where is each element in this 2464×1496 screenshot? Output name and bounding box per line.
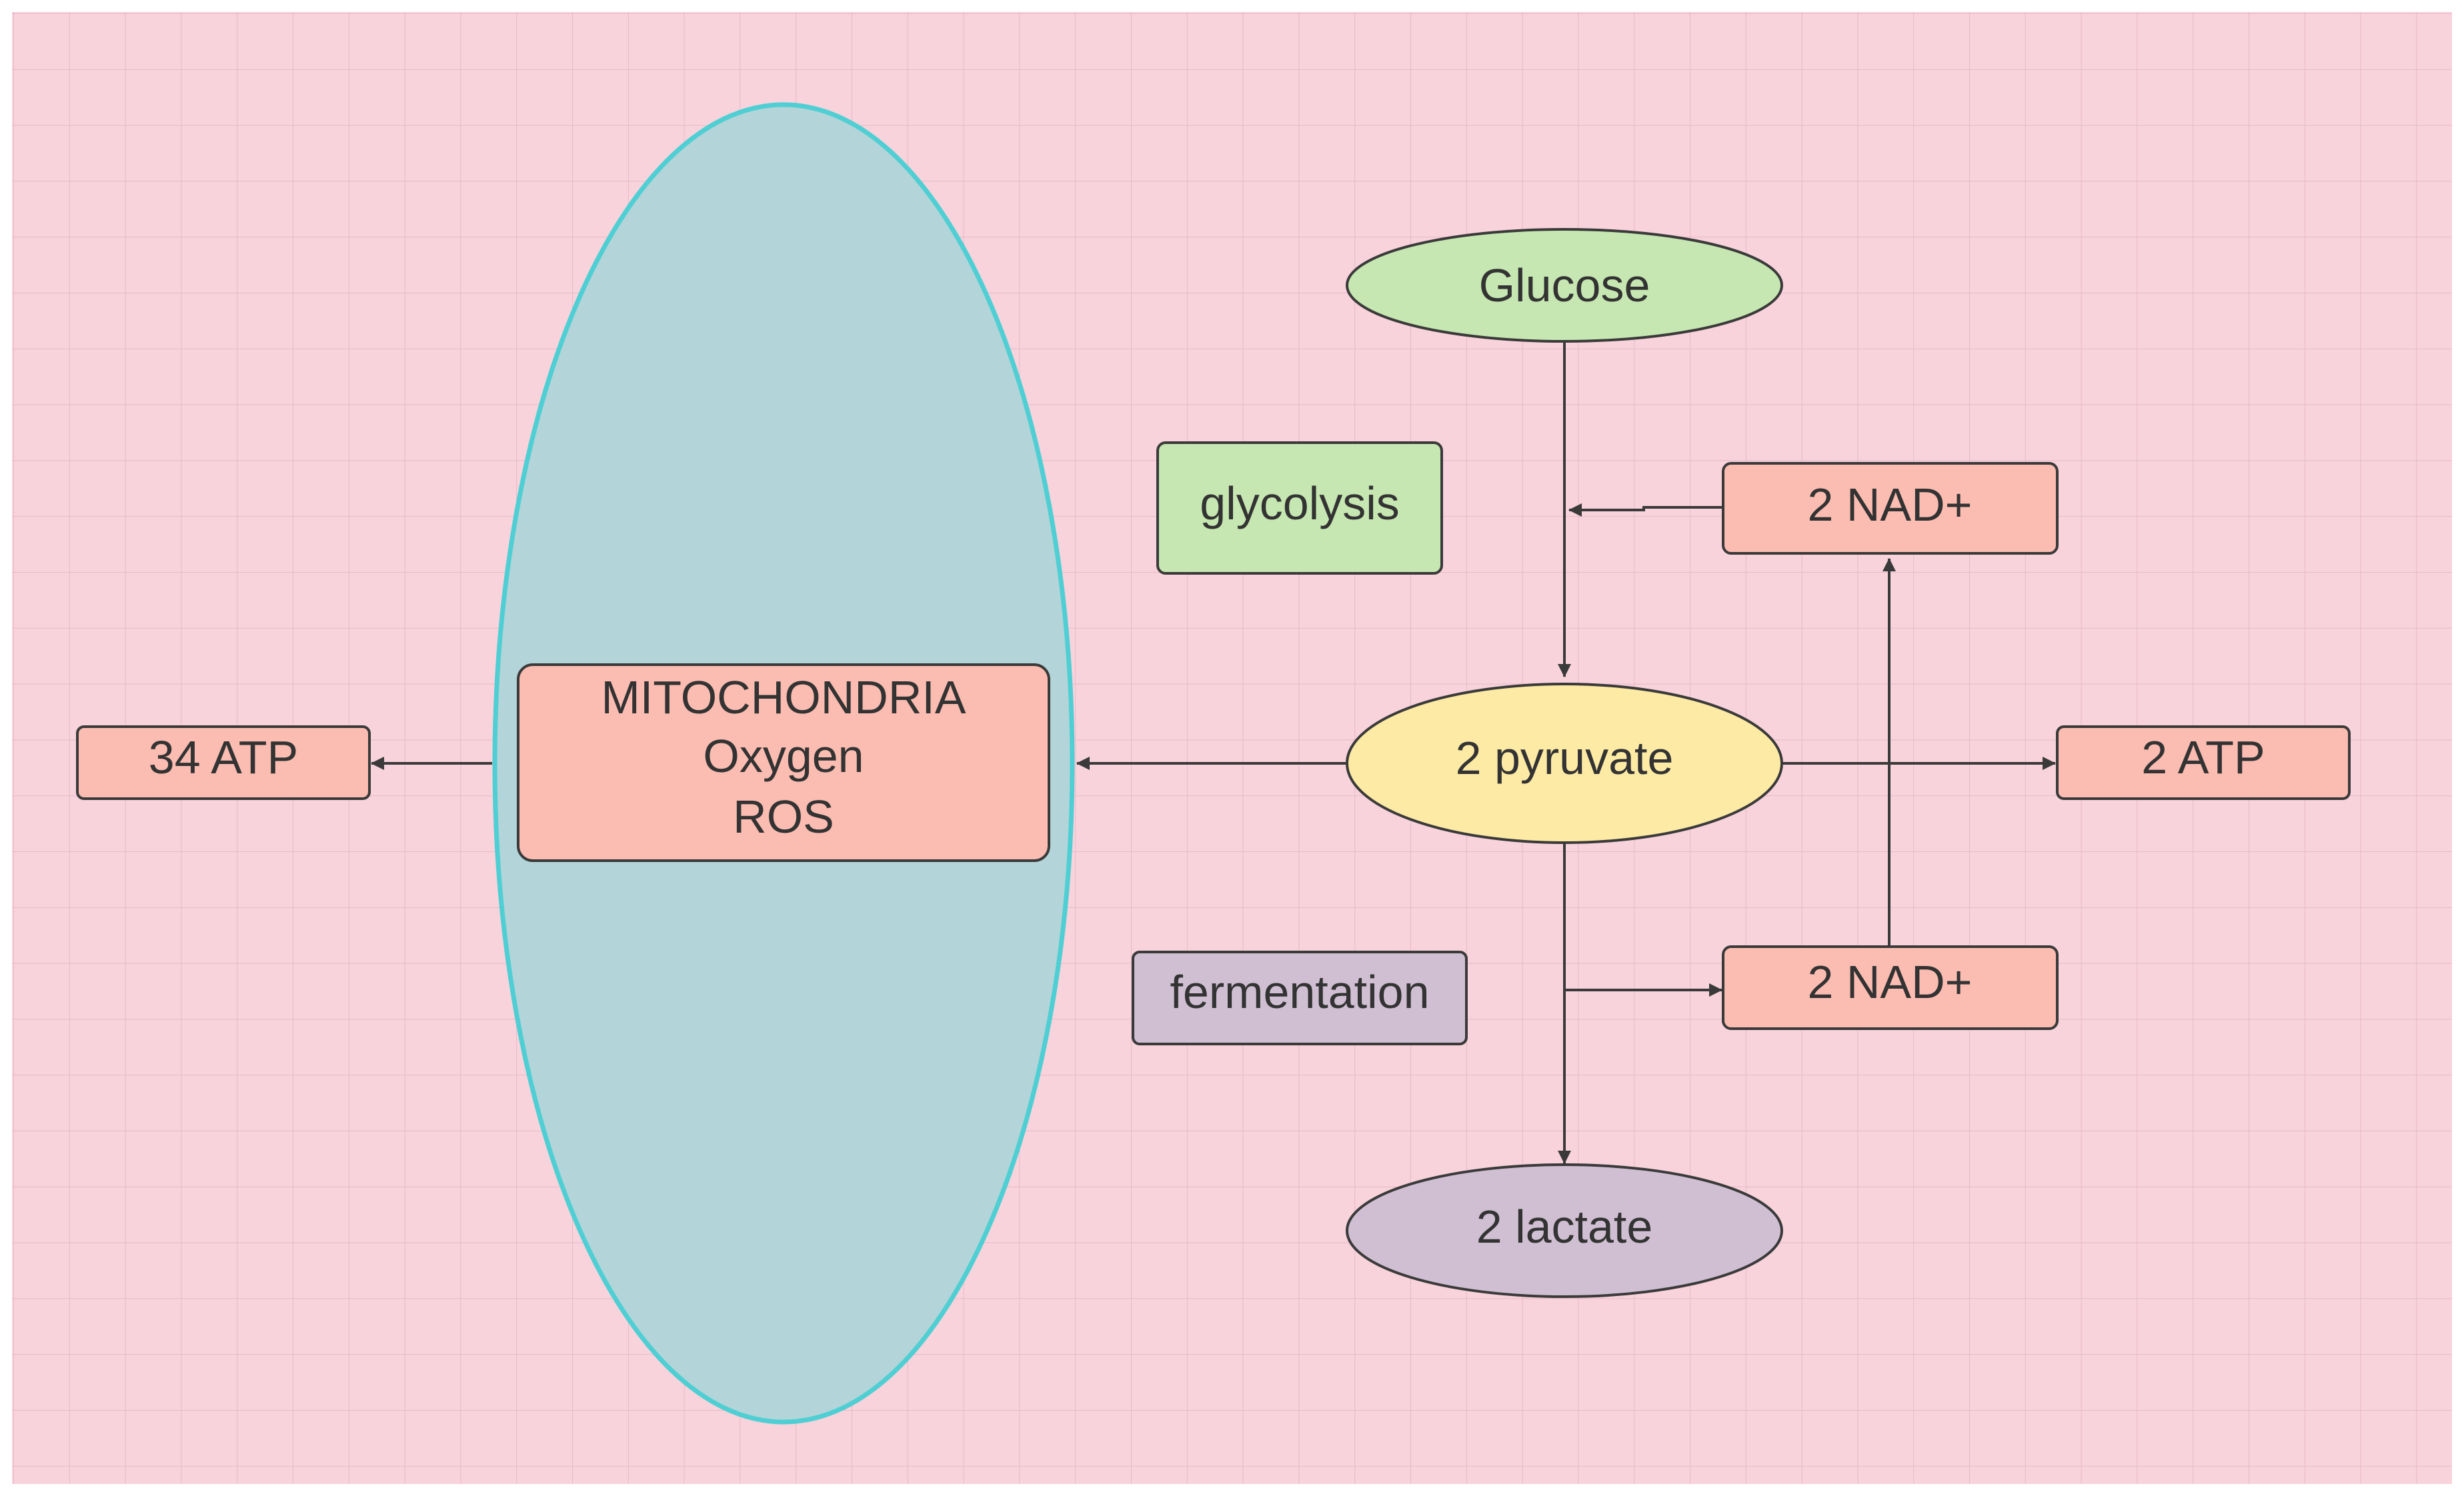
node-nad-top-label: 2 NAD+ [1807,479,1972,531]
node-mitochondria: MITOCHONDRIA Oxygen ROS [517,663,1050,862]
node-pyruvate: 2 pyruvate [1346,683,1783,844]
node-lactate: 2 lactate [1346,1163,1783,1298]
node-glucose: Glucose [1346,228,1783,343]
node-mitochondria-line1: MITOCHONDRIA [601,671,966,723]
node-mitochondria-shape [517,663,1050,862]
node-nad-bottom: 2 NAD+ [1722,945,2059,1030]
node-fermentation: fermentation [1132,951,1468,1045]
node-nad-top-shape [1722,462,2059,555]
node-2-atp: 2 ATP [2056,725,2351,800]
node-pyruvate-label: 2 pyruvate [1456,732,1674,784]
node-glycolysis-label: glycolysis [1200,477,1400,529]
arrow-nad-top-to-glycolysis [1568,503,1722,517]
node-fermentation-shape [1132,951,1468,1045]
node-glucose-shape [1346,228,1783,343]
node-2-atp-shape [2056,725,2351,800]
node-lactate-shape [1346,1163,1783,1298]
node-nad-top: 2 NAD+ [1722,462,2059,555]
node-nad-bottom-label: 2 NAD+ [1807,956,1972,1008]
node-34-atp-shape [76,725,371,800]
node-mitochondria-line2: Oxygen [703,730,864,782]
node-mitochondria-line3: ROS [733,791,834,843]
node-glucose-label: Glucose [1479,259,1650,311]
node-34-atp-label: 34 ATP [149,731,298,783]
node-glycolysis: glycolysis [1156,441,1443,575]
canvas-grid [12,12,2452,1484]
node-34-atp: 34 ATP [76,725,371,800]
node-pyruvate-shape [1346,683,1783,844]
node-nad-bottom-shape [1722,945,2059,1030]
node-fermentation-label: fermentation [1170,966,1429,1018]
node-lactate-label: 2 lactate [1476,1201,1653,1253]
node-2-atp-label: 2 ATP [2141,731,2265,783]
node-glycolysis-shape [1156,441,1443,575]
